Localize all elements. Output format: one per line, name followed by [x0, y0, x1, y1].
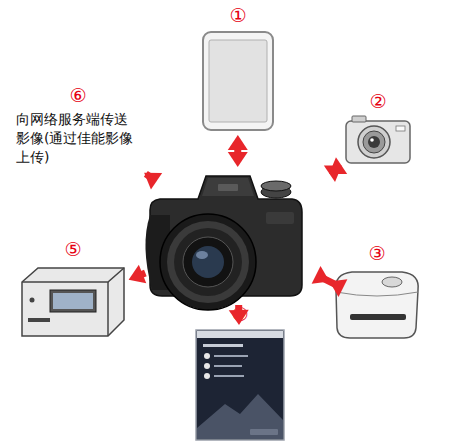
arrow-head	[329, 157, 347, 174]
compact-camera-device: ②	[346, 118, 410, 164]
arrow-head	[312, 266, 330, 284]
callout-number: ③	[334, 242, 420, 264]
red-arrow	[229, 305, 249, 325]
printer-device: ⑤	[22, 268, 124, 336]
callout-number: ②	[346, 90, 410, 112]
tablet-device: ①	[203, 32, 273, 130]
callout-number: ⑤	[22, 238, 124, 260]
callout-number: ①	[203, 4, 273, 26]
printer-illustration	[22, 268, 124, 336]
arrow-shaft	[140, 273, 146, 275]
red-arrow	[312, 266, 348, 297]
arrow-head	[129, 265, 147, 284]
red-arrow	[144, 173, 162, 190]
arrow-head	[228, 152, 248, 167]
arrow-shaft	[234, 147, 241, 155]
computer-screen-illustration	[196, 330, 284, 440]
compact-camera-illustration	[346, 116, 410, 163]
arrow-head	[144, 173, 162, 190]
web-service-target: ⑥ 向网络服务端传送影像(通过佳能影像上传)	[16, 84, 140, 172]
tablet-illustration	[203, 32, 273, 130]
arrow-head	[228, 135, 248, 150]
arrow-head	[329, 279, 347, 297]
callout-number: ④	[196, 303, 284, 325]
description-text: 向网络服务端传送影像(通过佳能影像上传)	[16, 110, 140, 167]
arrow-head	[324, 165, 342, 182]
red-arrow	[129, 265, 147, 284]
arrow-shaft	[146, 174, 154, 180]
callout-number: ⑥	[16, 84, 140, 106]
media-station-device: ③	[334, 272, 420, 338]
red-arrow	[228, 135, 248, 167]
dslr-camera-illustration	[145, 176, 302, 310]
dslr-camera	[150, 172, 325, 300]
arrow-head	[229, 310, 249, 325]
arrow-shaft	[332, 167, 339, 172]
red-arrow	[324, 157, 347, 182]
computer-device: ④	[196, 330, 284, 440]
media-station-illustration	[336, 272, 418, 338]
arrow-shaft	[235, 305, 242, 313]
arrow-shaft	[319, 276, 340, 287]
